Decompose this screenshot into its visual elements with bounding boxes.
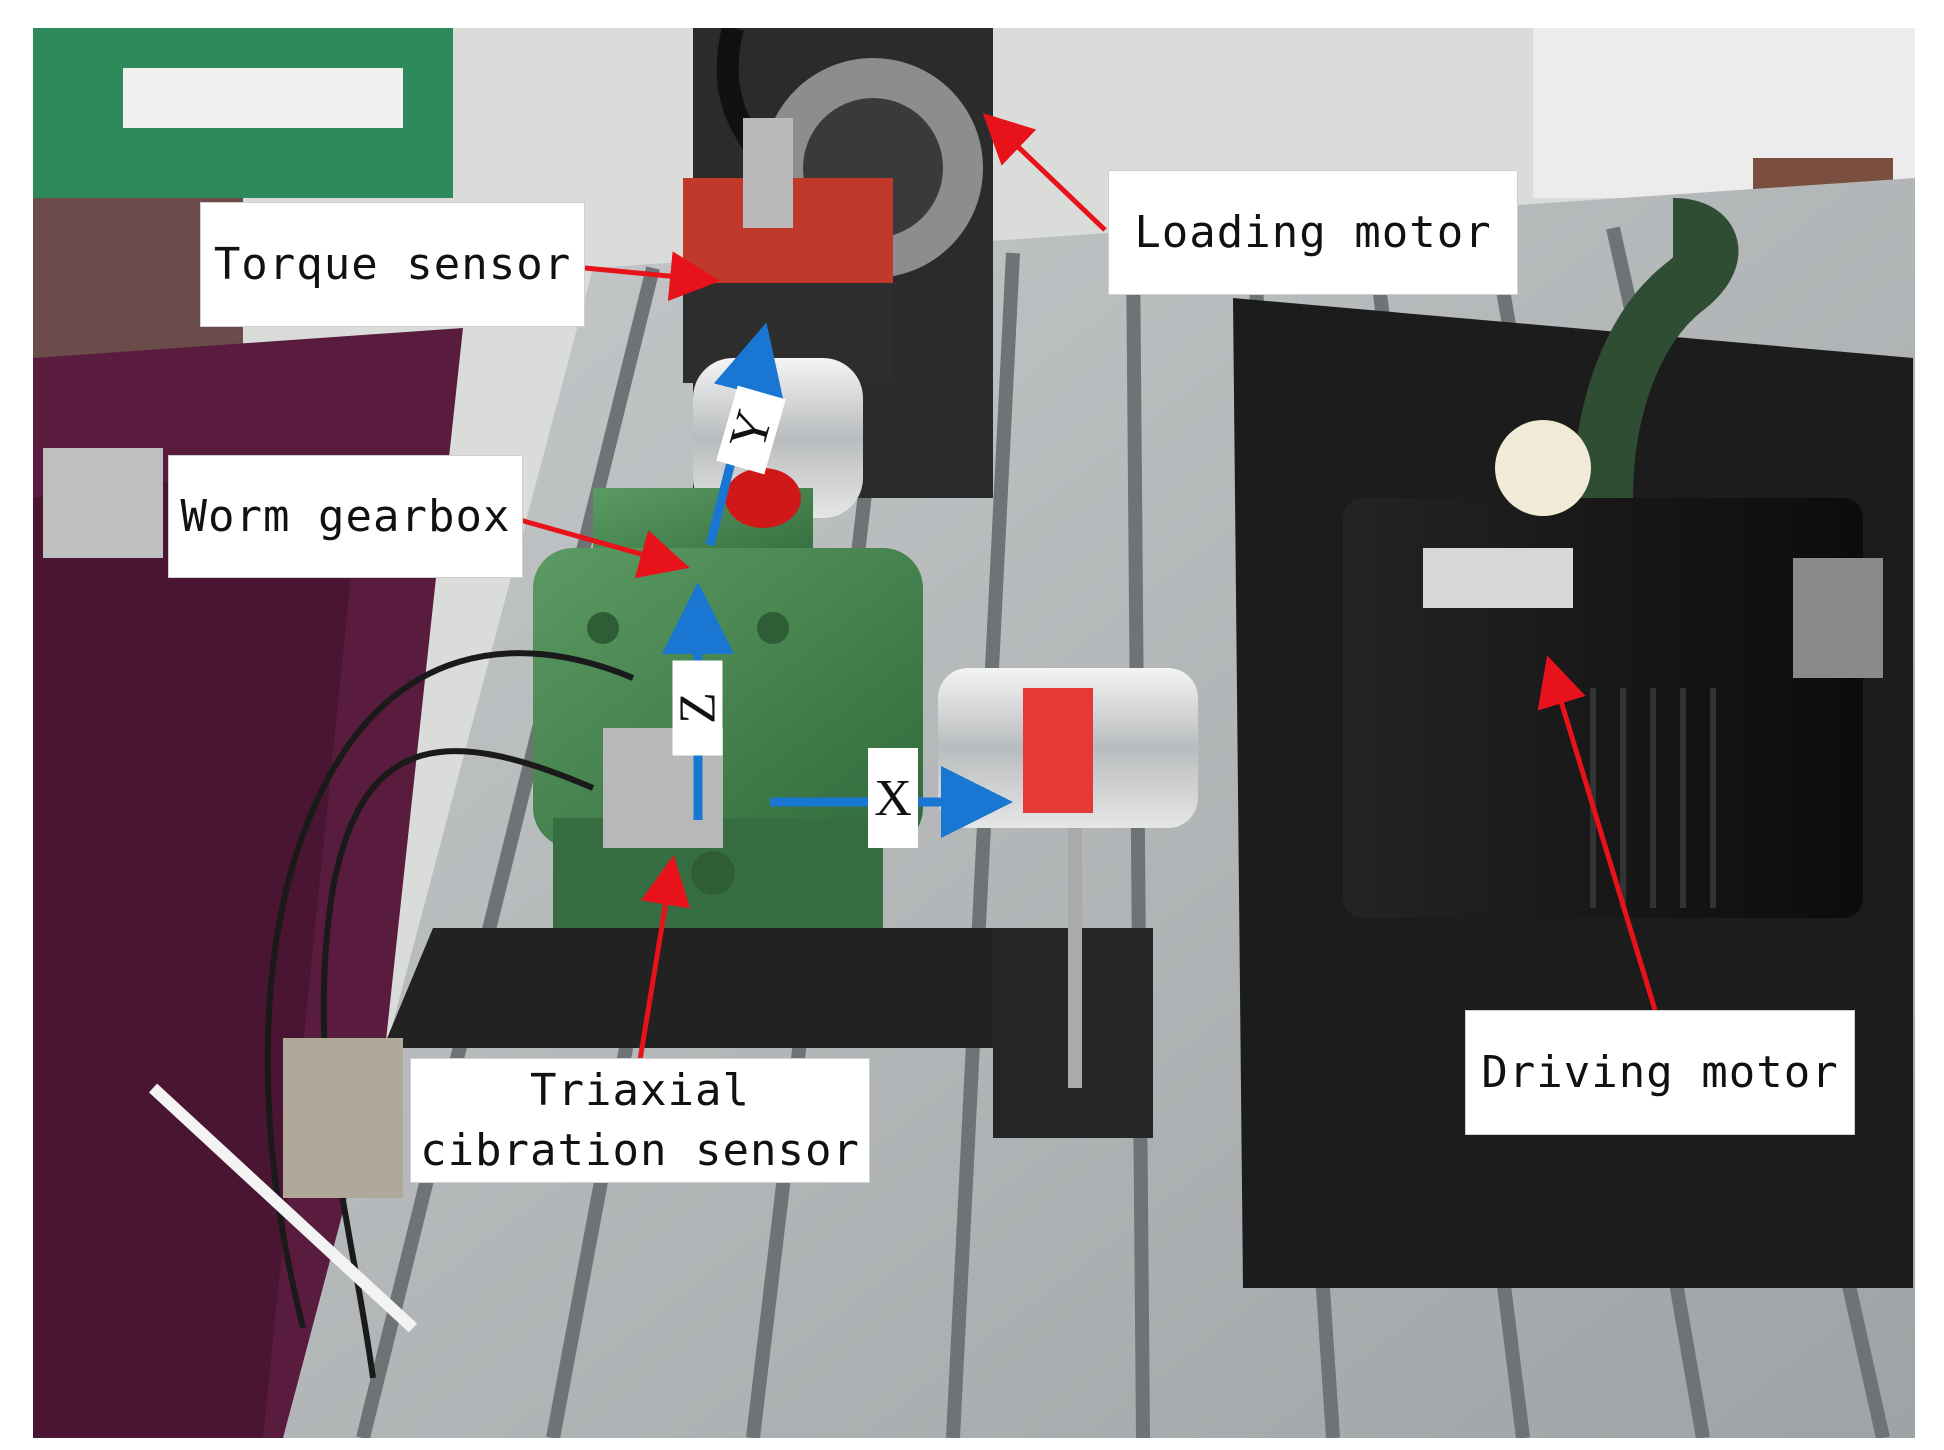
jaw-coupling-spider [1023, 688, 1093, 813]
cabinet-latch [43, 448, 163, 558]
x-axis-text: X [874, 769, 912, 827]
y-axis-text: Y [718, 404, 784, 456]
loading-motor-text: Loading motor [1134, 206, 1492, 258]
triaxial-sensor-label: Triaxial cibration sensor [410, 1058, 870, 1183]
worm-gearbox-text: Worm gearbox [180, 490, 511, 542]
background-panel [123, 68, 403, 128]
gearbox-bolt-1 [691, 851, 735, 895]
driving-motor-text: Driving motor [1481, 1046, 1839, 1098]
sensor-cable-1 [320, 748, 595, 1379]
torque-sensor-connector [743, 118, 793, 228]
cable-tie [148, 1083, 418, 1333]
worm-gearbox-cap [725, 468, 801, 528]
white-gear [1495, 420, 1591, 516]
x-axis-tag: X [868, 748, 918, 848]
worm-gearbox-body [533, 548, 923, 848]
loading-motor-label: Loading motor [1108, 170, 1518, 295]
z-axis-tag: Z [669, 660, 726, 756]
driving-motor-label [1423, 548, 1573, 608]
coupling-stand-rod [1068, 828, 1082, 1088]
z-axis-text: Z [669, 692, 726, 724]
gearbox-bolt-3 [757, 612, 789, 644]
gearbox-baseplate [383, 928, 1003, 1048]
worm-gearbox-label: Worm gearbox [168, 455, 523, 578]
driving-motor-label: Driving motor [1465, 1010, 1855, 1135]
torque-sensor-label: Torque sensor [200, 202, 585, 327]
cable-clamp [283, 1038, 403, 1198]
gearbox-bolt-2 [587, 612, 619, 644]
driving-motor-body [1343, 498, 1863, 918]
motor-connector [1793, 558, 1883, 678]
triaxial-sensor-text-line1: Triaxial [530, 1064, 750, 1116]
sensor-cable-2 [264, 650, 635, 1329]
driving-motor-cable [1573, 198, 1739, 499]
test-rig-photo [33, 28, 1915, 1438]
triaxial-sensor-text-line2: cibration sensor [420, 1124, 860, 1176]
purple-cabinet-shade [33, 458, 363, 1438]
torque-sensor-text: Torque sensor [213, 238, 572, 290]
